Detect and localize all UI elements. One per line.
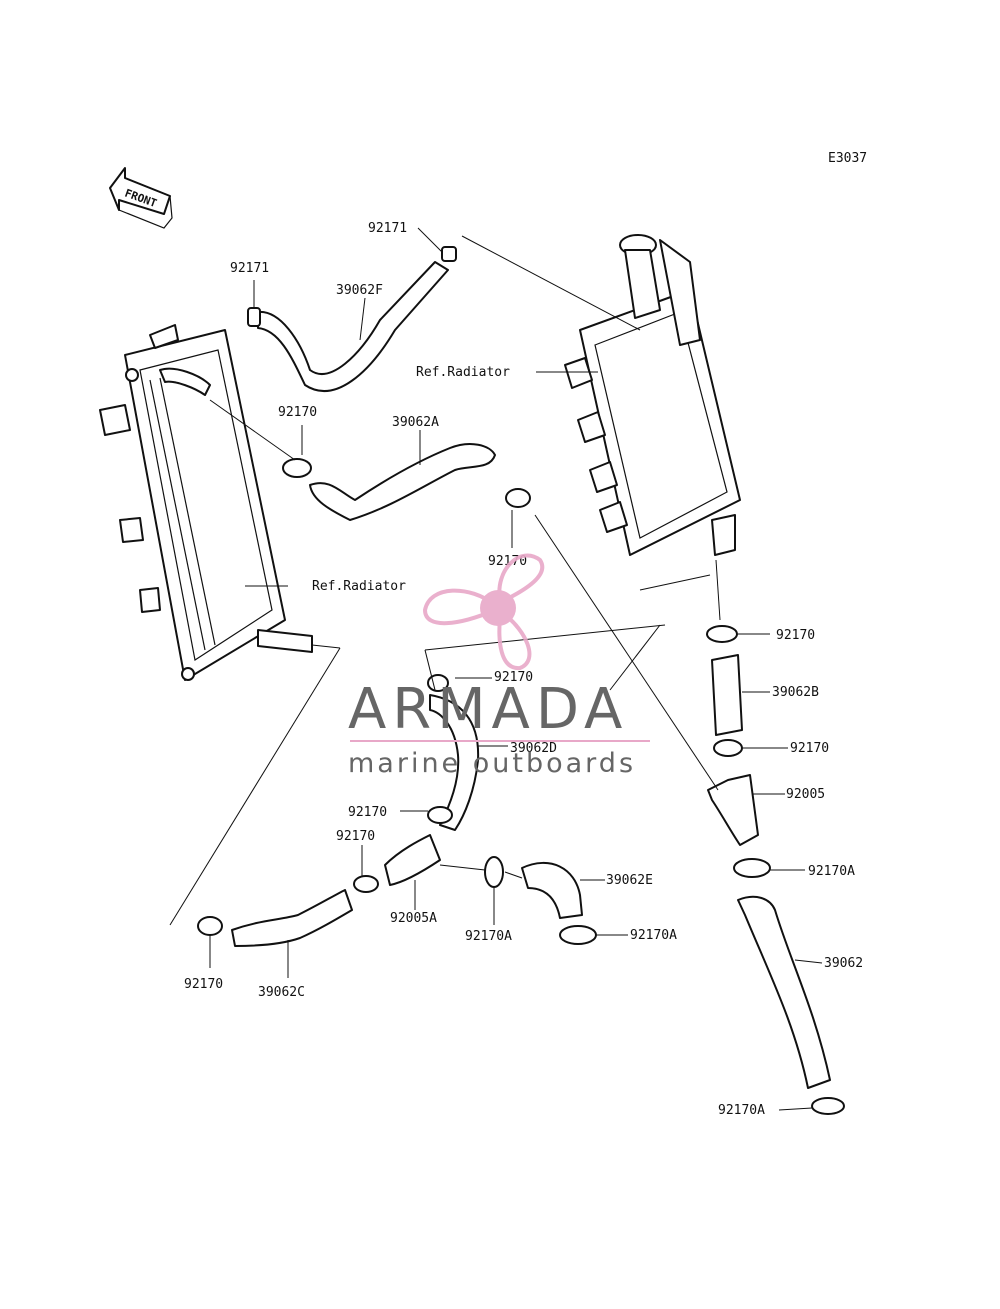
part-labels: 92171 92171 39062F Ref.Radiator 92170 39… [184,221,863,1118]
propeller-logo-icon [422,553,545,670]
clamp-92170-right-2 [713,739,743,757]
clamp-92170A-mid [484,856,504,888]
label-92170A-right: 92170A [808,864,855,879]
connection-lines [169,235,721,926]
clamp-92170-upper-left [282,458,312,478]
watermark-brand: ARMADA [348,677,628,742]
label-leaders [209,227,823,1111]
clamp-92170A-bottom [811,1097,845,1115]
label-92170A-bottom: 92170A [718,1103,765,1118]
clamp-92171-top [441,246,457,262]
watermark: ARMADA marine outboards [348,553,650,779]
label-39062B: 39062B [772,685,819,700]
diagram-code: E3037 [828,151,867,166]
label-92170-low-1: 92170 [348,805,387,820]
label-39062F: 39062F [336,283,383,298]
hose-39062C [231,889,353,947]
label-39062D: 39062D [510,741,557,756]
label-92170-mid: 92170 [494,670,533,685]
label-92170-right-top: 92170 [776,628,815,643]
label-92170A-mid: 92170A [465,929,512,944]
label-92170-upper-left: 92170 [278,405,317,420]
clamp-92170A-right [733,858,771,878]
label-92170-low-2: 92170 [336,829,375,844]
label-92005: 92005 [786,787,825,802]
clamp-92170-center [505,488,531,508]
clamp-92170-low-1 [427,806,453,824]
clamp-92170-right-top [706,625,738,643]
clamp-92170-bottom [197,916,223,936]
label-ref-radiator-right: Ref.Radiator [416,365,510,380]
label-92005A: 92005A [390,911,437,926]
label-92171-top: 92171 [368,221,407,236]
joint-92005A [384,834,441,886]
label-39062E: 39062E [606,873,653,888]
left-radiator [99,324,313,681]
hose-39062E [521,861,583,919]
label-92170-bottom: 92170 [184,977,223,992]
right-radiator [564,234,741,556]
watermark-tagline: marine outboards [348,748,636,779]
clamp-92170A-low [559,925,597,945]
hose-39062B [711,654,743,736]
hose-39062D [429,694,480,831]
label-39062A: 39062A [392,415,439,430]
label-39062C: 39062C [258,985,305,1000]
label-ref-radiator-left: Ref.Radiator [312,579,406,594]
label-92170A-low: 92170A [630,928,677,943]
front-arrow-icon: FRONT [109,167,173,229]
label-92171-left: 92171 [230,261,269,276]
clamp-92171-left [247,307,261,327]
label-39062: 39062 [824,956,863,971]
hose-39062 [737,895,831,1089]
clamp-92170-low-2 [353,875,379,893]
joint-92005 [707,774,759,846]
clamp-92170-mid [427,674,449,692]
label-92170-right-2: 92170 [790,741,829,756]
hose-39062A [309,443,496,521]
hose-39062F [257,261,449,392]
